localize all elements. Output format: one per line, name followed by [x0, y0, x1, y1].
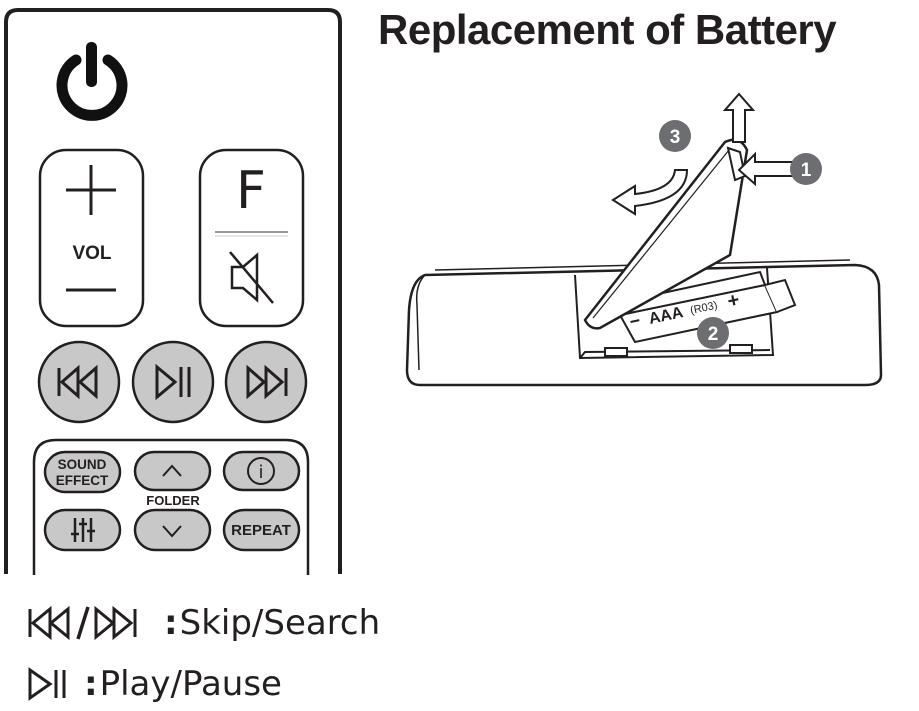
power-icon [56, 54, 128, 121]
battery-code-label: (R03) [689, 299, 718, 316]
step-1-label: 1 [801, 160, 812, 181]
volume-rocker[interactable]: VOL [38, 148, 145, 328]
sound-effect-label-line1: SOUND [58, 457, 107, 472]
skip-back-button[interactable] [37, 340, 121, 424]
legend-colon: : [84, 664, 98, 704]
arrow-up-icon [722, 92, 756, 143]
battery-replacement-diagram: − AAA (R03) + 1 2 3 [405, 92, 883, 387]
remote-control: VOL F [4, 8, 342, 575]
chevron-down-icon [162, 525, 182, 538]
info-icon [247, 457, 275, 485]
info-button[interactable]: i [222, 450, 301, 492]
skip-forward-icon [246, 364, 288, 400]
battery-compartment [574, 267, 775, 360]
page-title: Replacement of Battery [378, 6, 837, 53]
legend-text-skip-search: Skip/Search [179, 603, 381, 643]
battery-plus-label: + [725, 289, 741, 313]
step-1-marker: 1 [790, 153, 822, 185]
f-label: F [236, 161, 266, 221]
arrow-1-icon [737, 151, 794, 187]
legend-text-play-pause: Play/Pause [99, 664, 282, 704]
equalizer-icon [71, 518, 95, 542]
sound-effect-label-line2: EFFECT [56, 473, 109, 488]
sound-effect-button[interactable]: SOUND EFFECT [43, 450, 122, 494]
battery-minus-label: − [628, 310, 642, 332]
mute-icon [229, 251, 274, 304]
repeat-label: REPEAT [231, 522, 291, 539]
info-label: i [258, 462, 263, 483]
battery-type-label: AAA [647, 304, 685, 328]
legend-skip-search: : Skip/Search [26, 603, 380, 643]
legend-play-pause: : Play/Pause [26, 664, 282, 704]
vol-label: VOL [72, 243, 111, 264]
play-pause-legend-icon [28, 667, 66, 701]
battery: − AAA (R03) + [617, 270, 797, 344]
legend-colon: : [164, 603, 178, 643]
step-3-marker: 3 [659, 120, 691, 152]
play-pause-icon [155, 363, 191, 401]
skip-forward-button[interactable] [224, 340, 308, 424]
folder-down-button[interactable] [133, 508, 212, 552]
folder-label: FOLDER [146, 493, 200, 508]
step-3-label: 3 [670, 127, 681, 148]
power-button[interactable] [56, 42, 128, 121]
skip-icons [28, 605, 137, 641]
folder-up-button[interactable] [133, 450, 212, 492]
arrow-3-icon [611, 169, 689, 216]
play-pause-button[interactable] [131, 340, 215, 424]
chevron-up-icon [162, 464, 182, 477]
step-2-marker: 2 [697, 317, 729, 349]
step-2-label: 2 [708, 324, 719, 345]
skip-back-icon [57, 364, 98, 400]
equalizer-button[interactable] [43, 508, 122, 552]
repeat-button[interactable]: REPEAT [222, 508, 301, 552]
function-mute-rocker[interactable]: F [198, 148, 305, 328]
